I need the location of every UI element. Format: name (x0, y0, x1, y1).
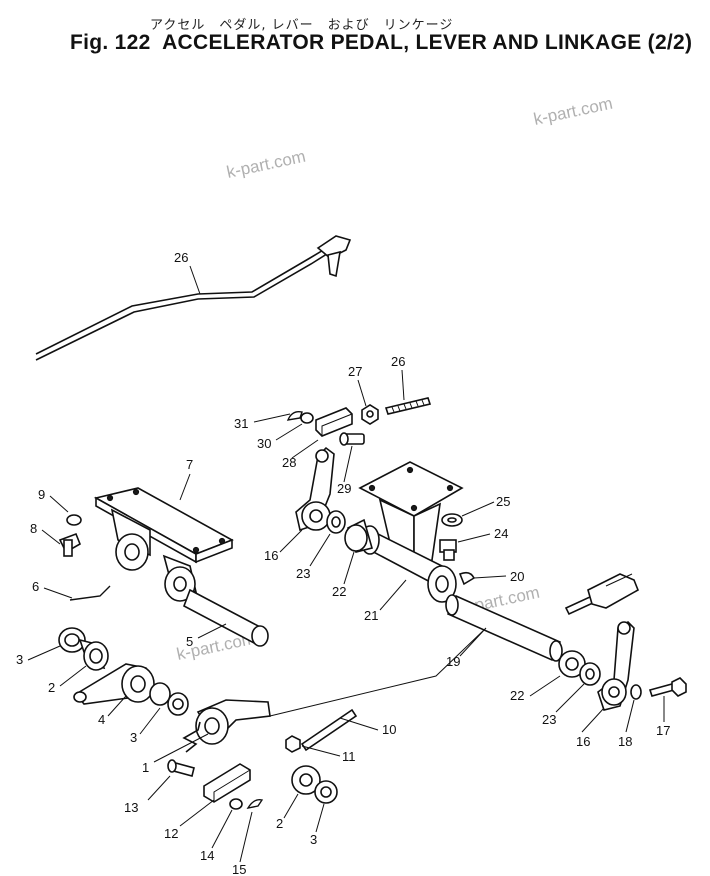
callout-28: 28 (282, 455, 296, 470)
callout-25: 25 (496, 494, 510, 509)
title-japanese: アクセル ペダル, レバー および リンケージ (150, 18, 454, 33)
callout-26: 26 (391, 354, 405, 369)
callout-24: 24 (494, 526, 508, 541)
lower-bushings (285, 708, 358, 804)
callout-5: 5 (186, 634, 193, 649)
left-lever-assembly (58, 627, 189, 716)
callout-3: 3 (310, 832, 317, 847)
watermark: k-part.com (532, 94, 614, 129)
lever-bracket-assembly (58, 487, 269, 647)
callout-labels: 26 27 26 31 30 28 29 7 9 8 6 16 23 22 21… (16, 250, 670, 876)
callout-16: 16 (264, 548, 278, 563)
callout-2: 2 (48, 680, 55, 695)
leader-lines (27, 265, 665, 863)
callout-19: 19 (446, 654, 460, 669)
callout-27: 27 (348, 364, 362, 379)
callout-2: 2 (276, 816, 283, 831)
cross-shaft (445, 594, 563, 662)
callout-17: 17 (656, 723, 670, 738)
callout-26: 26 (174, 250, 188, 265)
callout-11: 11 (342, 749, 356, 764)
callout-10: 10 (382, 722, 396, 737)
callout-23: 23 (542, 712, 556, 727)
upper-lever-assembly (295, 446, 373, 553)
callout-23: 23 (296, 566, 310, 581)
callout-22: 22 (332, 584, 346, 599)
callout-3: 3 (130, 730, 137, 745)
callout-20: 20 (510, 569, 524, 584)
callout-6: 6 (32, 579, 39, 594)
callout-13: 13 (124, 800, 138, 815)
callout-7: 7 (186, 457, 193, 472)
callout-9: 9 (38, 487, 45, 502)
accelerator-rod (35, 235, 352, 361)
right-lever-assembly (558, 620, 687, 711)
callout-31: 31 (234, 416, 248, 431)
callout-18: 18 (618, 734, 632, 749)
figure-title: Fig. 122 ACCELERATOR PEDAL, LEVER AND LI… (70, 31, 693, 54)
callout-15: 15 (232, 862, 246, 876)
watermark: k-part.com (225, 147, 307, 182)
callout-21: 21 (364, 608, 378, 623)
callout-12: 12 (164, 826, 178, 841)
callout-29: 29 (337, 481, 351, 496)
callout-3: 3 (16, 652, 23, 667)
center-bracket-assembly (358, 461, 476, 603)
upper-small-parts (286, 397, 432, 446)
lower-lever-assembly (167, 699, 271, 810)
right-clevis-rod (564, 573, 640, 616)
callout-4: 4 (98, 712, 105, 727)
callout-1: 1 (142, 760, 149, 775)
callout-30: 30 (257, 436, 271, 451)
callout-8: 8 (30, 521, 37, 536)
callout-16: 16 (576, 734, 590, 749)
callout-14: 14 (200, 848, 214, 863)
callout-22: 22 (510, 688, 524, 703)
